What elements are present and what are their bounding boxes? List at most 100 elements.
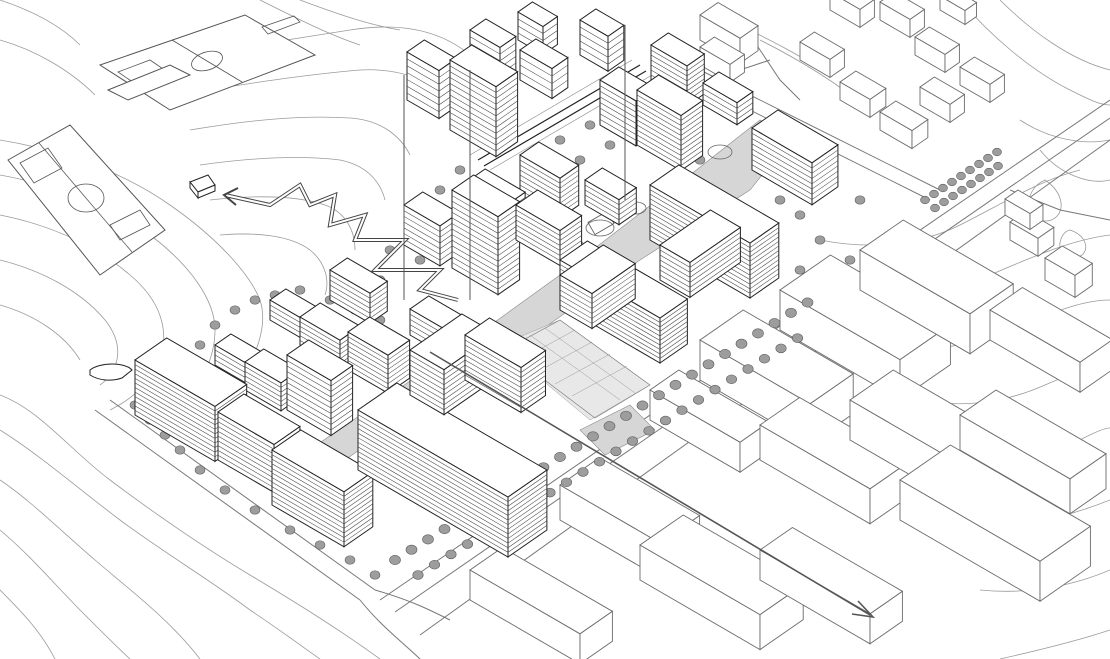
floor-line [751,133,813,169]
floor-line [217,435,275,469]
floor-line [751,148,813,185]
floor-line [659,307,688,328]
tree [956,171,966,181]
roof [899,444,1092,562]
floor-line [515,234,561,261]
floor-line [449,100,497,128]
floor-line [271,477,345,520]
tree [570,441,583,452]
tree [686,369,698,380]
residential-tower [636,74,704,172]
tree [174,445,186,455]
tree [974,159,984,169]
floor-line [659,339,688,359]
floor-line [618,202,637,215]
floor-line [749,241,779,262]
floor-line [749,268,779,290]
floor-line [449,88,497,117]
tree [445,549,457,560]
floor-line [686,68,705,82]
floor-line [347,355,389,380]
tree [554,135,566,145]
floor-line [559,289,593,309]
floor-line [680,120,703,136]
floor-line [551,64,568,77]
roof [945,0,978,12]
floor-line [811,160,839,179]
tree [412,570,424,580]
floor-line [214,349,246,368]
floor-line [286,371,332,398]
tree [659,415,671,426]
floor-line [499,42,516,55]
floor-line [464,359,522,393]
floor-line [347,360,389,384]
floor-line [507,483,548,512]
floor-line [343,508,373,529]
floor-line [409,364,445,385]
floor-line [271,454,345,497]
roof [989,286,1110,363]
tree [593,456,605,467]
floor-line [599,96,637,118]
floor-line [451,206,499,234]
football-pitch-lower [7,124,166,276]
roof [699,1,759,39]
floor-line [134,410,216,458]
floor-line [559,230,582,246]
roof [959,389,1107,480]
floor-line [495,135,518,152]
floor-line [244,385,282,407]
context-block [959,389,1107,515]
floor-line [519,164,561,189]
floor-line [659,334,688,355]
tree [584,120,596,130]
floor-line [680,135,703,151]
floor-line [559,284,593,304]
floor-line [449,83,497,111]
floor-line [449,123,497,152]
floor-line [495,118,518,134]
floor-line [751,154,813,190]
floor-line [469,43,501,61]
floor-line [507,525,548,553]
tree [709,384,721,395]
residential-block [702,71,754,126]
floor-line [650,59,688,82]
tree [194,465,206,475]
roof [842,0,875,10]
floor-line [244,380,282,402]
floor-line [403,216,441,238]
floor-line [495,83,518,99]
floor-line [347,365,389,389]
tree [294,285,306,295]
floor-line [464,354,522,388]
floor-line [217,430,275,464]
roof [469,18,517,48]
floor-line [464,349,522,383]
floor-line [343,517,373,538]
floor-line [409,354,445,375]
floor-line [347,341,389,365]
floor-line [134,373,216,421]
tree [938,183,948,193]
tree [405,544,418,555]
floor-line [497,262,520,279]
courtyard-block-right [659,209,742,299]
floor-line [591,288,636,319]
floor-line [591,278,636,309]
roof [751,109,839,164]
context-block [639,514,805,651]
floor-line [357,442,509,530]
tree [814,235,826,245]
tree [414,255,426,265]
floor-line [599,102,637,124]
floor-line [497,251,520,268]
floor-line [271,468,345,511]
floor-line [736,102,753,114]
floor-line [134,378,216,425]
floor-line [449,77,497,105]
floor-line [659,312,688,332]
floor-line [357,465,509,553]
floor-line [403,233,441,255]
